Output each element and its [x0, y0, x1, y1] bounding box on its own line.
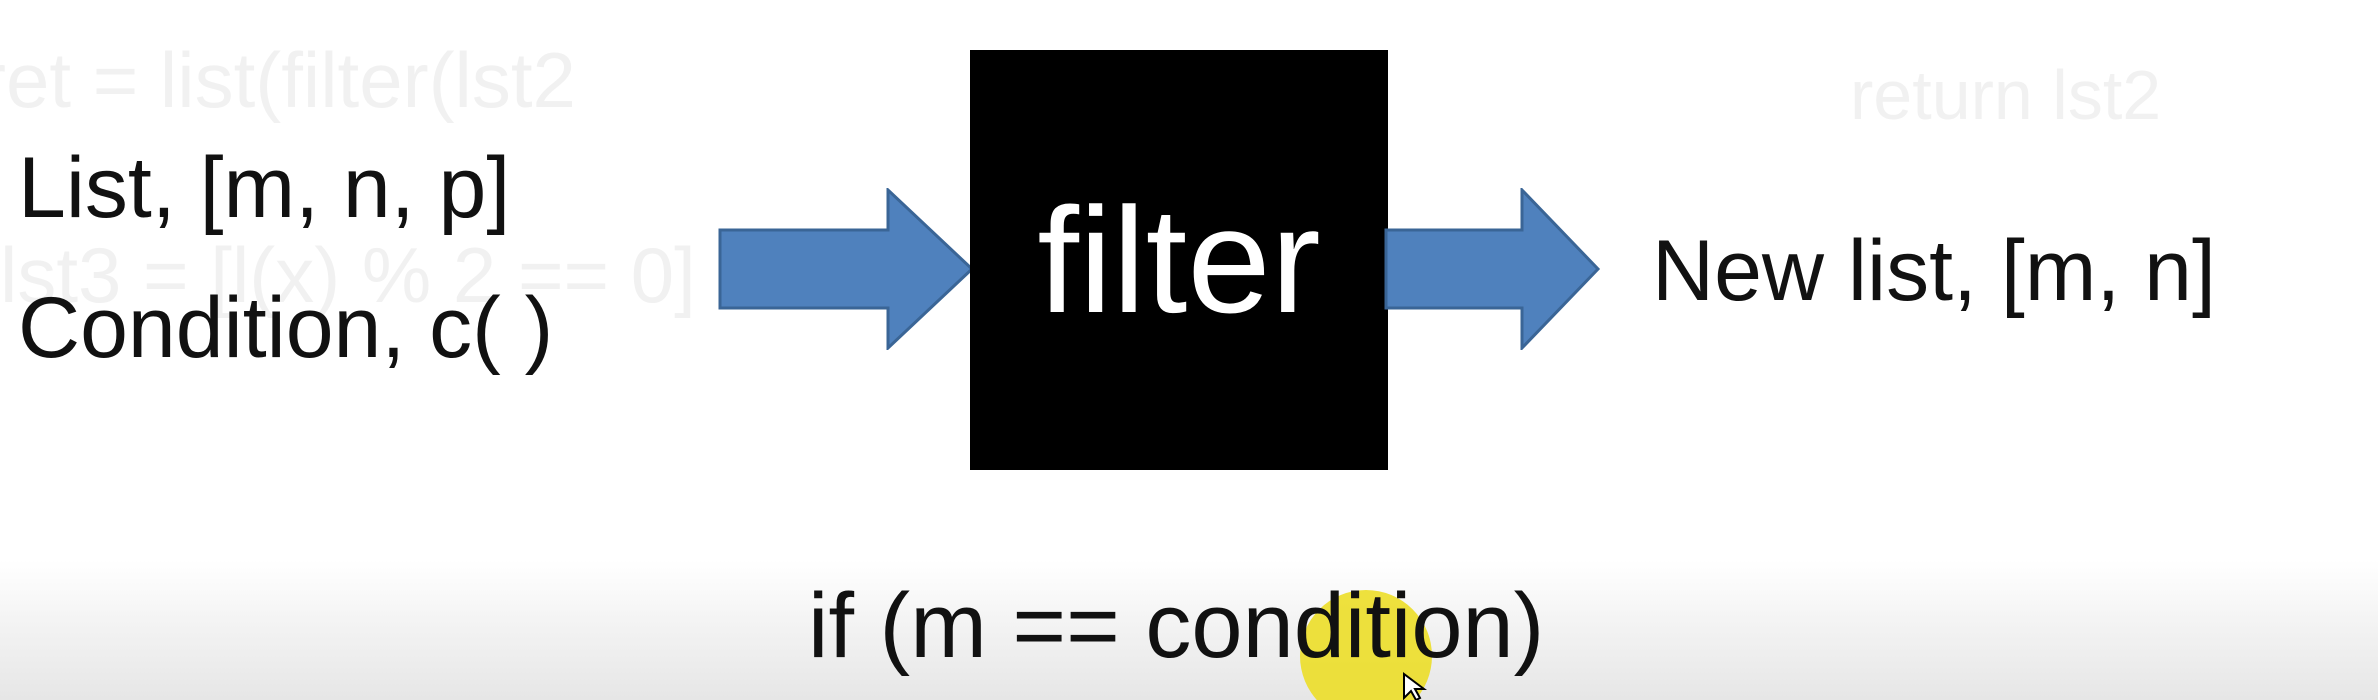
filter-box: filter: [970, 50, 1388, 470]
output-arrow-shape: [1384, 188, 1601, 350]
input-list-label: List, [m, n, p]: [18, 140, 511, 236]
mouse-pointer-icon: [1403, 672, 1427, 700]
ghost-text-line-3: lst3 = [l(x) % 2 == 0]: [0, 231, 696, 319]
ghost-text-line-1: ret = list(filter(lst2: [0, 36, 576, 124]
input-condition-label: Condition, c( ): [18, 280, 554, 376]
condition-expression: if (m == condition): [808, 575, 1545, 677]
output-list-label: New list, [m, n]: [1652, 223, 2216, 319]
ghost-text-line-2: return lst2: [1850, 56, 2162, 134]
input-arrow-icon: [718, 188, 975, 350]
filter-label: filter: [1037, 176, 1321, 344]
input-arrow-shape: [718, 188, 975, 350]
output-arrow-icon: [1384, 188, 1601, 350]
